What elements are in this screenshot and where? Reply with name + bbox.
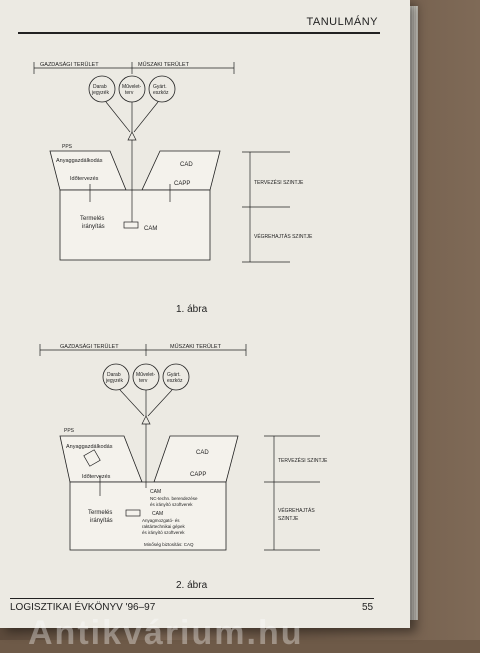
fig2-cad: CAD — [196, 450, 209, 456]
fig2-base-box — [69, 481, 227, 551]
fig2-capp: CAPP — [190, 472, 206, 478]
fig2-cam-nc1: NC-techn. berendezése — [150, 496, 198, 501]
fig2-level-vegrehajtas2: SZINTJE — [278, 516, 299, 522]
fig2-c3b-text: eszköz — [167, 378, 183, 384]
fig2-mentes: Minőség biztosítás: CAQ — [144, 542, 194, 547]
fig2-label-muszaki: MŰSZAKI TERÜLET — [170, 343, 222, 350]
fig1-c3b-text: eszköz — [153, 90, 169, 96]
fig2-cam-anyag2: raktártechnikai gépek — [142, 524, 186, 529]
figure-2-caption: 2. ábra — [176, 580, 208, 591]
figure-2-diagram: GAZDASÁGI TERÜLET MŰSZAKI TERÜLET Darab … — [39, 343, 328, 551]
fig2-c2b-text: terv — [139, 378, 148, 384]
fig1-c2b-text: terv — [125, 90, 134, 96]
fig1-c2-text: Művelet- — [122, 84, 142, 90]
fig1-termeles2: irányítás — [82, 224, 105, 230]
fig1-c3-text: Gyárt. — [153, 84, 167, 90]
fig2-ido: Időtervezés — [82, 474, 111, 480]
book-page: TANULMÁNY GAZDASÁGI TERÜLET MŰSZAKI TERÜ… — [0, 0, 410, 628]
footer-page-number: 55 — [362, 602, 374, 613]
fig1-label-gazdasagi: GAZDASÁGI TERÜLET — [40, 61, 99, 68]
fig2-termeles1: Termelés — [88, 510, 112, 516]
fig2-cam2: CAM — [152, 511, 163, 517]
fig2-c2-text: Művelet- — [136, 372, 156, 378]
footer-rule — [10, 598, 374, 599]
page-edge — [408, 6, 418, 620]
fig1-capp: CAPP — [174, 181, 190, 187]
watermark: Antikvárium.hu — [28, 614, 304, 652]
fig1-label-muszaki: MŰSZAKI TERÜLET — [138, 61, 190, 68]
header-rule — [18, 32, 380, 34]
fig1-c1b-text: jegyzék — [91, 90, 109, 96]
fig1-ido: Időtervezés — [70, 176, 99, 182]
fig1-circle-gyart — [148, 75, 176, 103]
fig2-circle-gyart — [162, 363, 190, 391]
fig2-termeles2: irányítás — [90, 518, 113, 524]
figure-1-diagram: GAZDASÁGI TERÜLET MŰSZAKI TERÜLET Darab … — [33, 61, 313, 263]
fig1-termeles1: Termelés — [80, 216, 104, 222]
fig2-level-vegrehajtas1: VÉGREHAJTÁS — [278, 507, 315, 514]
fig2-label-gazdasagi: GAZDASÁGI TERÜLET — [60, 343, 119, 350]
fig1-circle-darab — [88, 75, 116, 103]
fig2-c1b-text: jegyzék — [105, 378, 123, 384]
fig2-anyag: Anyaggazdálkodás — [66, 444, 113, 450]
fig1-cam: CAM — [144, 226, 157, 232]
header-title: TANULMÁNY — [306, 16, 378, 28]
fig2-pps: PPS — [64, 428, 75, 434]
fig1-pps: PPS — [62, 144, 73, 150]
fig1-cad: CAD — [180, 162, 193, 168]
fig2-c3-text: Gyárt. — [167, 372, 181, 378]
fig2-cam-anyag1: Anyagmozgató- és — [142, 518, 180, 523]
fig1-anyag: Anyaggazdálkodás — [56, 158, 103, 164]
figure-1-caption: 1. ábra — [176, 304, 208, 315]
fig1-pps-top — [49, 150, 127, 191]
fig1-base-box — [59, 189, 211, 261]
footer-journal-title: LOGISZTIKAI ÉVKÖNYV '96–97 — [10, 602, 156, 613]
fig1-level-vegrehajtas: VÉGREHAJTÁS SZINTJE — [254, 233, 313, 240]
fig2-cam: CAM — [150, 489, 161, 495]
fig2-cam-anyag3: és irányító szoftverek — [142, 530, 185, 535]
fig2-c1-text: Darab — [107, 372, 121, 378]
fig1-c1-text: Darab — [93, 84, 107, 90]
fig2-cam-nc2: és irányító szoftverek — [150, 502, 193, 507]
fig1-level-tervezes: TERVEZÉSI SZINTJE — [254, 179, 304, 186]
fig2-level-tervezes: TERVEZÉSI SZINTJE — [278, 457, 328, 464]
fig2-circle-darab — [102, 363, 130, 391]
